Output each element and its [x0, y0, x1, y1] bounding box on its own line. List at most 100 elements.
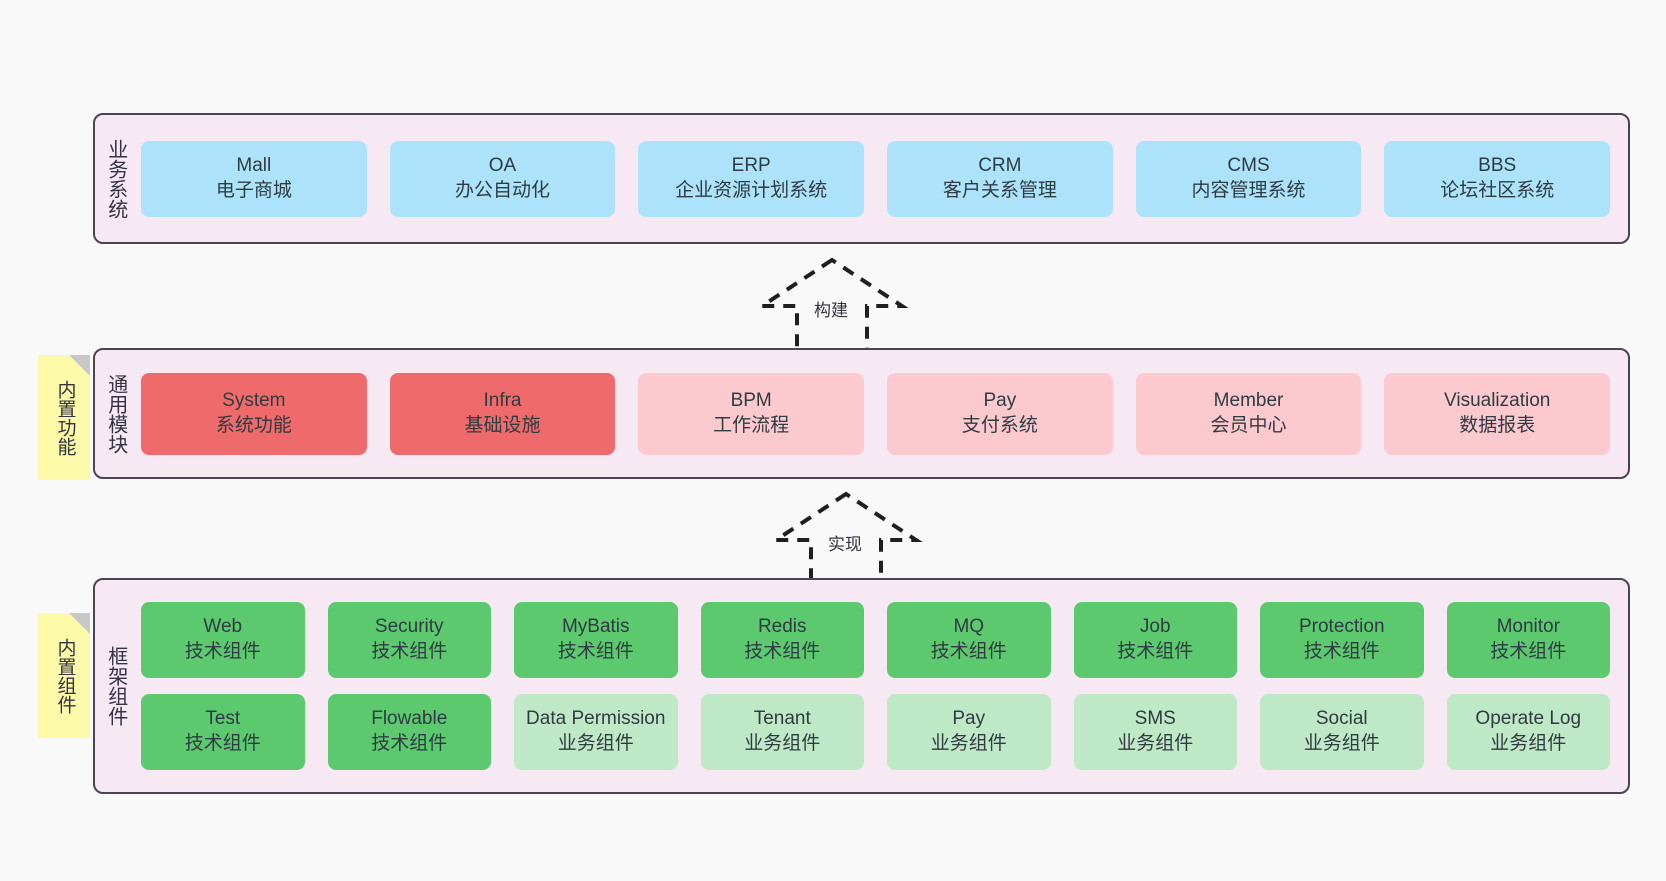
card-monitor[interactable]: Monitor 技术组件 [1446, 602, 1610, 678]
card-member-cn: 会员中心 [1210, 414, 1287, 436]
card-security-en: Security [374, 616, 444, 638]
layer-framework-title: 框架组件 [104, 646, 127, 726]
card-visualization[interactable]: Visualization 数据报表 [1384, 372, 1611, 455]
card-bpm[interactable]: BPM 工作流程 [638, 372, 865, 455]
card-pay-module[interactable]: Pay 支付系统 [887, 372, 1113, 455]
card-data-permission-en: Data Permission [526, 708, 666, 730]
connector-implement: 实现 [766, 491, 926, 590]
card-infra-en: Infra [483, 389, 522, 411]
card-mall-cn: 电子商城 [215, 179, 292, 201]
note-builtin-components-label: 内置组件 [54, 637, 76, 714]
card-oa-en: OA [488, 154, 517, 176]
layer-modules-row: System 系统功能 Infra 基础设施 BPM 工作流程 Pay 支付系统… [141, 372, 1611, 455]
card-operate-log-en: Operate Log [1475, 708, 1582, 730]
card-job-cn: 技术组件 [1117, 641, 1194, 662]
card-web-cn: 技术组件 [184, 641, 261, 662]
card-erp[interactable]: ERP 企业资源计划系统 [638, 140, 865, 217]
card-tenant[interactable]: Tenant 业务组件 [700, 694, 864, 770]
card-redis-cn: 技术组件 [744, 641, 821, 662]
card-bbs[interactable]: BBS 论坛社区系统 [1384, 140, 1611, 217]
card-test[interactable]: Test 技术组件 [141, 694, 305, 770]
card-flowable[interactable]: Flowable 技术组件 [327, 694, 491, 770]
card-oa[interactable]: OA 办公自动化 [389, 140, 616, 217]
card-bpm-cn: 工作流程 [713, 414, 790, 436]
card-test-cn: 技术组件 [184, 733, 261, 754]
connector-build-arrow [755, 257, 909, 356]
layer-business-body: Mall 电子商城 OA 办公自动化 ERP 企业资源计划系统 CRM 客户关系… [135, 115, 1628, 242]
layer-common-modules: 通用模块 System 系统功能 Infra 基础设施 BPM 工作流程 Pay… [93, 348, 1630, 479]
card-crm-cn: 客户关系管理 [942, 179, 1057, 201]
card-bpm-en: BPM [730, 389, 772, 411]
card-pay-component[interactable]: Pay 业务组件 [887, 694, 1051, 770]
layer-framework-row-tech: Web 技术组件 Security 技术组件 MyBatis 技术组件 Redi… [141, 602, 1610, 678]
card-system-cn: 系统功能 [215, 414, 292, 436]
layer-framework-body: Web 技术组件 Security 技术组件 MyBatis 技术组件 Redi… [135, 580, 1628, 792]
card-bbs-en: BBS [1478, 154, 1517, 176]
card-erp-en: ERP [731, 154, 771, 176]
card-mq[interactable]: MQ 技术组件 [887, 602, 1051, 678]
card-security[interactable]: Security 技术组件 [327, 602, 491, 678]
card-sms[interactable]: SMS 业务组件 [1073, 694, 1237, 770]
card-social-cn: 业务组件 [1303, 733, 1380, 754]
card-crm[interactable]: CRM 客户关系管理 [887, 140, 1113, 217]
card-oa-cn: 办公自动化 [455, 179, 551, 201]
card-cms[interactable]: CMS 内容管理系统 [1135, 140, 1362, 217]
layer-business-row: Mall 电子商城 OA 办公自动化 ERP 企业资源计划系统 CRM 客户关系… [141, 140, 1611, 217]
card-pay-component-en: Pay [952, 708, 986, 730]
card-social[interactable]: Social 业务组件 [1260, 694, 1424, 770]
card-operate-log-cn: 业务组件 [1490, 733, 1567, 754]
card-job[interactable]: Job 技术组件 [1073, 602, 1237, 678]
card-member-en: Member [1213, 389, 1284, 411]
card-crm-en: CRM [978, 154, 1022, 176]
card-operate-log[interactable]: Operate Log 业务组件 [1446, 694, 1610, 770]
card-data-permission[interactable]: Data Permission 业务组件 [514, 694, 678, 770]
layer-business-systems: 业务系统 Mall 电子商城 OA 办公自动化 ERP 企业资源计划系统 CRM… [93, 113, 1630, 244]
layer-framework-row-biz: Test 技术组件 Flowable 技术组件 Data Permission … [141, 694, 1610, 770]
card-erp-cn: 企业资源计划系统 [675, 179, 828, 201]
card-data-permission-cn: 业务组件 [557, 733, 634, 754]
card-visualization-en: Visualization [1444, 389, 1551, 411]
card-monitor-cn: 技术组件 [1490, 641, 1567, 662]
card-protection-cn: 技术组件 [1303, 641, 1380, 662]
card-system-en: System [222, 389, 286, 411]
layer-modules-title: 通用模块 [104, 373, 127, 454]
card-social-en: Social [1315, 708, 1368, 730]
card-infra-cn: 基础设施 [464, 414, 541, 436]
card-member[interactable]: Member 会员中心 [1135, 372, 1362, 455]
note-builtin-functions-label: 内置功能 [54, 379, 76, 456]
card-protection-en: Protection [1298, 616, 1385, 638]
card-flowable-cn: 技术组件 [371, 733, 448, 754]
card-sms-cn: 业务组件 [1117, 733, 1194, 754]
card-mybatis[interactable]: MyBatis 技术组件 [514, 602, 678, 678]
connector-build-label: 构建 [812, 296, 850, 321]
card-mall[interactable]: Mall 电子商城 [141, 140, 367, 217]
card-mall-en: Mall [236, 154, 272, 176]
layer-modules-body: System 系统功能 Infra 基础设施 BPM 工作流程 Pay 支付系统… [135, 350, 1628, 477]
card-redis-en: Redis [757, 616, 807, 638]
card-web[interactable]: Web 技术组件 [141, 602, 305, 678]
card-flowable-en: Flowable [371, 708, 448, 730]
card-mybatis-en: MyBatis [561, 616, 630, 638]
card-visualization-cn: 数据报表 [1459, 414, 1536, 436]
card-pay-module-en: Pay [983, 389, 1017, 411]
card-bbs-cn: 论坛社区系统 [1440, 179, 1555, 201]
note-builtin-components: 内置组件 [38, 613, 90, 738]
card-cms-en: CMS [1227, 154, 1270, 176]
card-security-cn: 技术组件 [371, 641, 448, 662]
card-pay-module-cn: 支付系统 [961, 414, 1038, 436]
note-builtin-functions: 内置功能 [38, 355, 90, 480]
card-protection[interactable]: Protection 技术组件 [1260, 602, 1424, 678]
card-tenant-cn: 业务组件 [744, 733, 821, 754]
layer-framework-components: 框架组件 Web 技术组件 Security 技术组件 MyBatis 技术组件… [93, 578, 1630, 794]
card-job-en: Job [1139, 616, 1171, 638]
card-infra[interactable]: Infra 基础设施 [389, 372, 616, 455]
card-tenant-en: Tenant [753, 708, 811, 730]
card-system[interactable]: System 系统功能 [141, 372, 367, 455]
card-cms-cn: 内容管理系统 [1191, 179, 1306, 201]
connector-build: 构建 [752, 257, 912, 356]
connector-implement-label: 实现 [826, 530, 864, 555]
card-redis[interactable]: Redis 技术组件 [700, 602, 864, 678]
card-mq-en: MQ [953, 616, 985, 638]
connector-implement-arrow [769, 491, 923, 590]
